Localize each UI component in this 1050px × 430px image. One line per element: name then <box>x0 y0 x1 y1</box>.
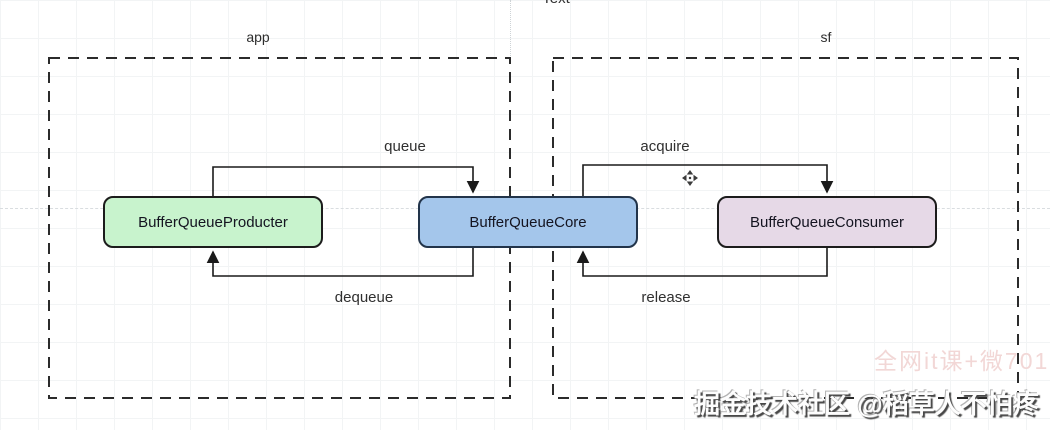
vertical-guide-line <box>510 0 511 58</box>
group-sf-label: sf <box>820 29 832 45</box>
move-cursor-icon <box>682 170 698 186</box>
node-bufferqueueproducter-label: BufferQueueProducter <box>138 213 288 231</box>
edge-release-arrow[interactable] <box>576 248 828 277</box>
edge-queue-arrow[interactable] <box>212 166 480 196</box>
group-app-label: app <box>246 29 270 45</box>
watermark-promo: 全网it课+微7018 <box>874 348 1050 374</box>
edge-acquire-arrow[interactable] <box>582 164 834 196</box>
node-bufferqueuecore[interactable]: BufferQueueCore <box>418 196 638 248</box>
edge-release-label: release <box>641 289 691 306</box>
edge-queue-label: queue <box>384 138 426 155</box>
node-bufferqueuecore-label: BufferQueueCore <box>469 213 587 231</box>
node-bufferqueueproducter[interactable]: BufferQueueProducter <box>103 196 323 248</box>
edge-dequeue-arrow[interactable] <box>206 248 474 277</box>
edge-dequeue-label: dequeue <box>334 289 394 306</box>
node-bufferqueueconsumer[interactable]: BufferQueueConsumer <box>717 196 937 248</box>
node-bufferqueueconsumer-label: BufferQueueConsumer <box>750 213 904 231</box>
watermark-community: 掘金技术社区 @稻草人不怕疼 <box>694 389 1039 419</box>
group-sf-box[interactable] <box>552 57 1019 399</box>
edge-acquire-label: acquire <box>640 138 690 155</box>
top-text-label: Text <box>542 0 570 7</box>
